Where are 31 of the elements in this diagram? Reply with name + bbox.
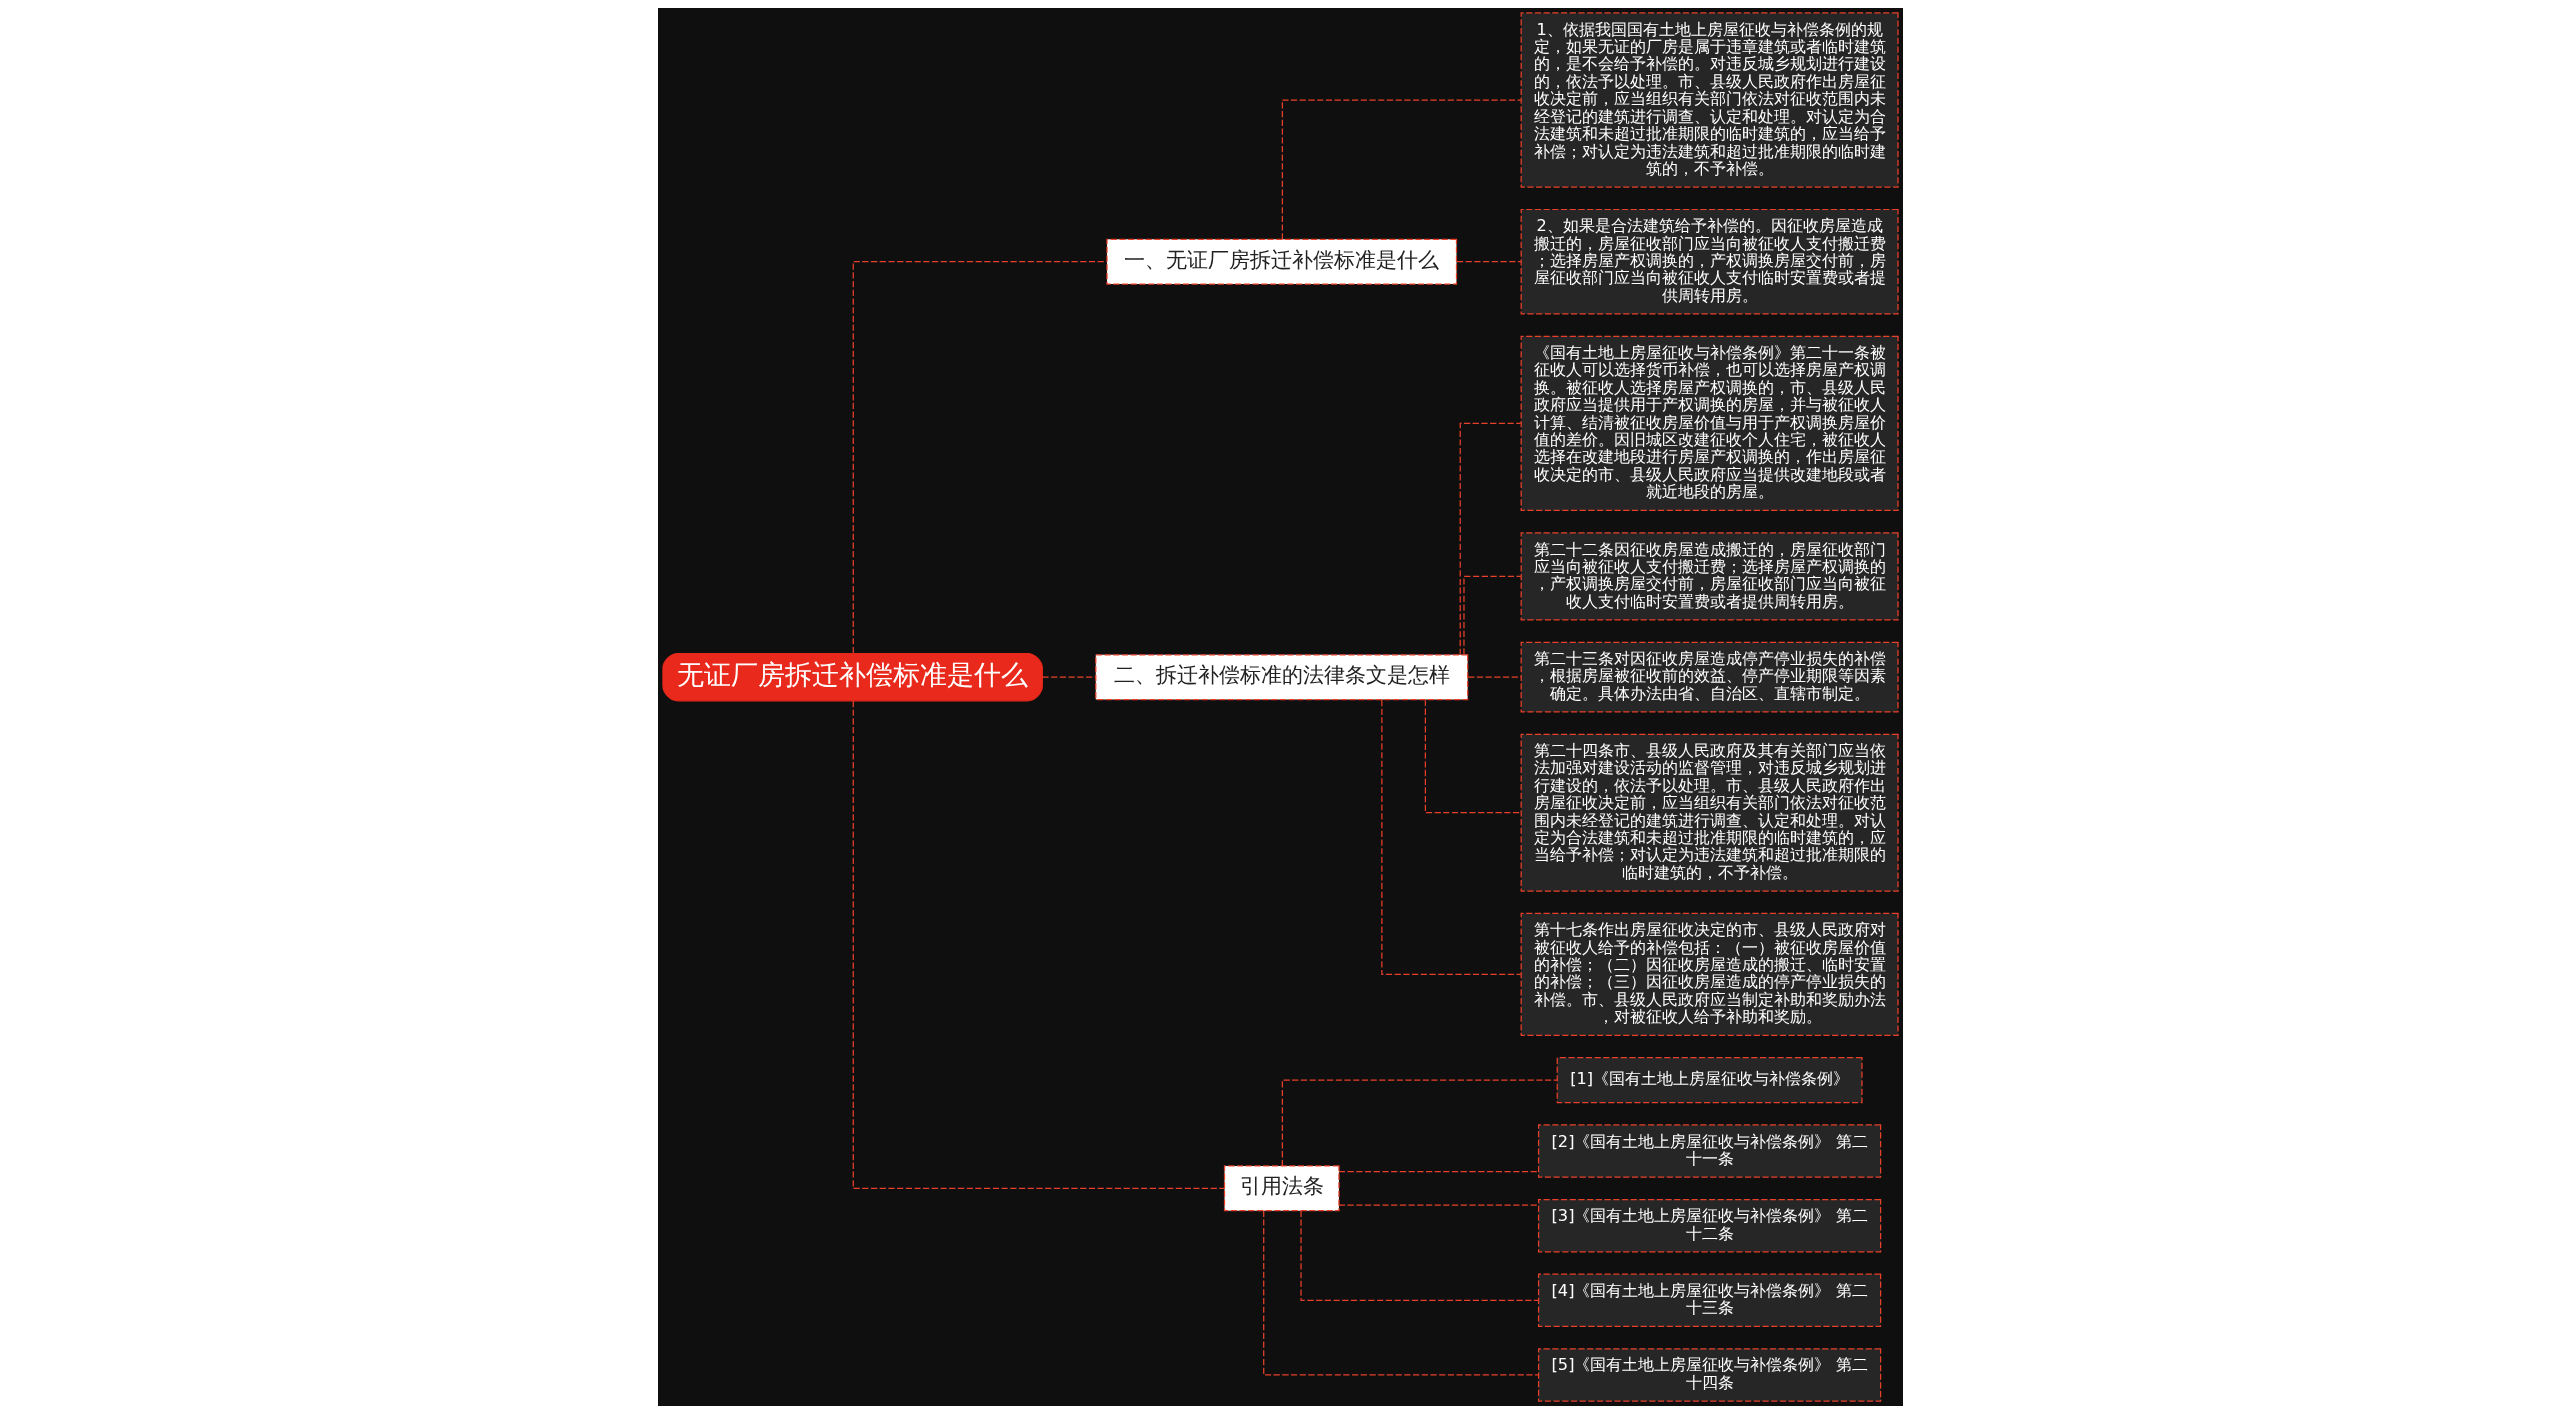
connector (1467, 676, 1522, 678)
node-box: 引用法条 (1223, 1165, 1340, 1212)
connector (1462, 575, 1522, 655)
node-box: 第二十三条对因征收房屋造成停产停业损失的补偿，根据房屋被征收前的效益、停产停业期限等因素确定。具体办法由省、自治区、直辖市制定。 (1520, 641, 1899, 713)
node-box: 《国有土地上房屋征收与补偿条例》第二十一条被征收人可以选择货币补偿，也可以选择房屋产权调换。被征收人选择房屋产权调换的，市、县级人民政府应当提供用于产权调换的房屋，并与被征收人计算、结清被征收房屋价值与用于产权调换房屋价值的差价。因旧城区改建征收个人住宅，被征收人选择在改建地段进行房屋产权调换的，作出房屋征收决定的市、县级人民政府应当提供改建地段或者就近地段的房屋。 (1520, 335, 1899, 512)
node-box: 第二十四条市、县级人民政府及其有关部门应当依法加强对建设活动的监督管理，对违反城乡规划进行建设的，依法予以处理。市、县级人民政府作出房屋征收决定前，应当组织有关部门依法对征收范围内未经登记的建筑进行调查、认定和处理。对认定为合法建筑和未超过批准期限的临时建筑的，应当给予补偿；对认定为违法建筑和超过批准期限的临时建筑的，不予补偿。 (1520, 733, 1899, 892)
connector (852, 261, 1107, 654)
node-box: [5]《国有土地上房屋征收与补偿条例》 第二十四条 (1537, 1348, 1881, 1402)
connector (1262, 1210, 1539, 1376)
connector (1455, 261, 1522, 263)
node-box: 第二十二条因征收房屋造成搬迁的，房屋征收部门应当向被征收人支付搬迁费；选择房屋产权调换的，产权调换房屋交付前，房屋征收部门应当向被征收人支付临时安置费或者提供周转用房。 (1520, 532, 1899, 621)
node-box: [3]《国有土地上房屋征收与补偿条例》 第二十二条 (1537, 1198, 1881, 1253)
connector (1337, 1204, 1539, 1206)
node-box: 二、拆迁补偿标准的法律条文是怎样 (1094, 654, 1468, 701)
connector (1424, 699, 1521, 814)
connector (1041, 676, 1096, 678)
connector (1337, 1170, 1539, 1173)
node-box: 第十七条作出房屋征收决定的市、县级人民政府对被征收人给予的补偿包括：（一）被征收房屋价值的补偿；（二）因征收房屋造成的搬迁、临时安置的补偿；（三）因征收房屋造成的停产停业损失的补偿。市、县级人民政府应当制定补助和奖励办法，对被征收人给予补助和奖励。 (1520, 912, 1899, 1036)
node-box: [4]《国有土地上房屋征收与补偿条例》 第二十三条 (1537, 1273, 1881, 1327)
connector (1380, 699, 1521, 976)
connector (1281, 99, 1522, 240)
node-box: 1、依据我国国有土地上房屋征收与补偿条例的规定，如果无证的厂房是属于违章建筑或者临时建筑的，是不会给予补偿的。对违反城乡规划进行建设的，依法予以处理。市、县级人民政府作出房屋征收决定前，应当组织有关部门依法对征收范围内未经登记的建筑进行调查、认定和处理。对认定为合法建筑和未超过批准期限的临时建筑的，应当给予补偿；对认定为违法建筑和超过批准期限的临时建筑的，不予补偿。 (1520, 12, 1899, 188)
connector (852, 700, 1225, 1189)
connector (1281, 1079, 1558, 1167)
node-box: 2、如果是合法建筑给予补偿的。因征收房屋造成搬迁的，房屋征收部门应当向被征收人支付搬迁费；选择房屋产权调换的，产权调换房屋交付前，房屋征收部门应当向被征收人支付临时安置费或者提供周转用房。 (1520, 208, 1899, 315)
node-box: [1]《国有土地上房屋征收与补偿条例》 (1556, 1057, 1863, 1104)
connector (1299, 1210, 1539, 1301)
node-box: 一、无证厂房拆迁补偿标准是什么 (1105, 238, 1457, 285)
node-box: [2]《国有土地上房屋征收与补偿条例》 第二十一条 (1537, 1124, 1881, 1178)
node-box: 无证厂房拆迁补偿标准是什么 (661, 652, 1043, 702)
connector (1459, 422, 1522, 656)
